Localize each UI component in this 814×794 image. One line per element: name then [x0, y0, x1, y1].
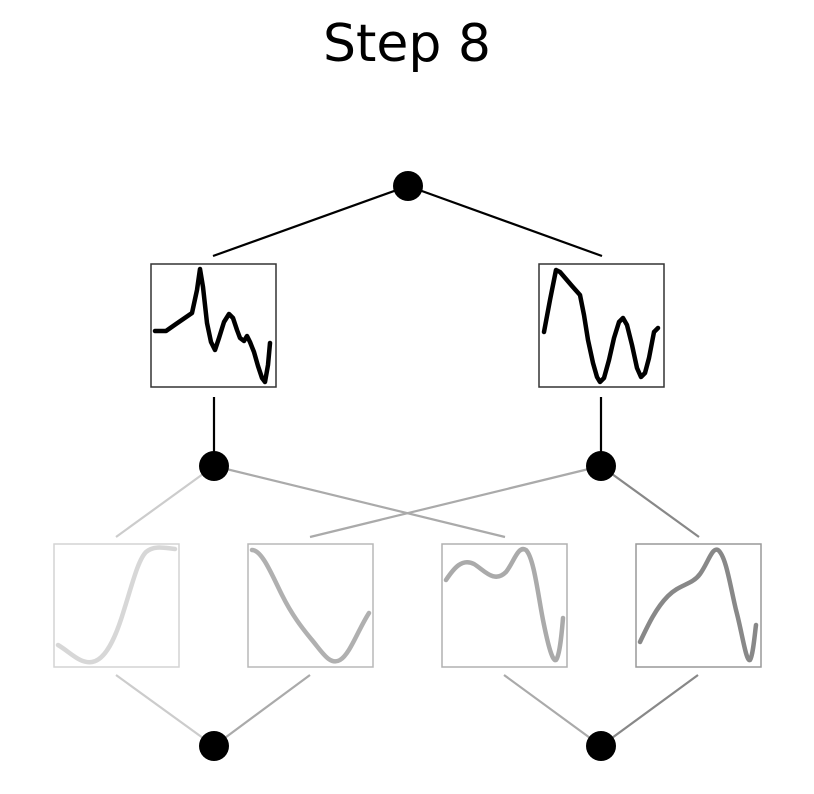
- edge-act-2-3-to-output-2: [503, 674, 602, 747]
- output-node-1: [199, 731, 229, 761]
- edge-act-2-4-to-output-2: [600, 674, 699, 747]
- edge-hidden-1-to-act-2-3: [213, 464, 506, 539]
- edge-act-2-1-to-output-1: [115, 674, 215, 747]
- activation-box-2-2: [247, 543, 374, 668]
- activation-box-2-4: [635, 543, 762, 668]
- activation-curve-2-3: [443, 546, 566, 663]
- hidden-node-1: [199, 451, 229, 481]
- edge-input-to-act-1-1: [212, 184, 409, 258]
- activation-curve-1-2: [541, 267, 661, 385]
- activation-curve-2-4: [637, 547, 759, 663]
- activation-curve-1-1: [152, 266, 273, 385]
- edge-hidden-2-to-act-2-4: [600, 465, 700, 538]
- diagram-title: Step 8: [322, 14, 491, 74]
- input-node: [393, 171, 423, 201]
- activation-box-1-1: [150, 263, 277, 388]
- edge-act-2-2-to-output-1: [213, 674, 311, 747]
- activation-box-2-3: [441, 543, 568, 668]
- edge-hidden-1-to-act-2-1: [115, 465, 215, 538]
- output-node-2: [586, 731, 616, 761]
- hidden-node-2: [586, 451, 616, 481]
- activation-box-2-1: [53, 543, 180, 668]
- activation-curve-2-2: [249, 547, 372, 664]
- activation-curve-2-1: [55, 545, 178, 665]
- edge-input-to-act-1-2: [407, 184, 603, 258]
- edge-hidden-2-to-act-2-2: [309, 464, 602, 539]
- activation-box-1-2: [538, 263, 665, 388]
